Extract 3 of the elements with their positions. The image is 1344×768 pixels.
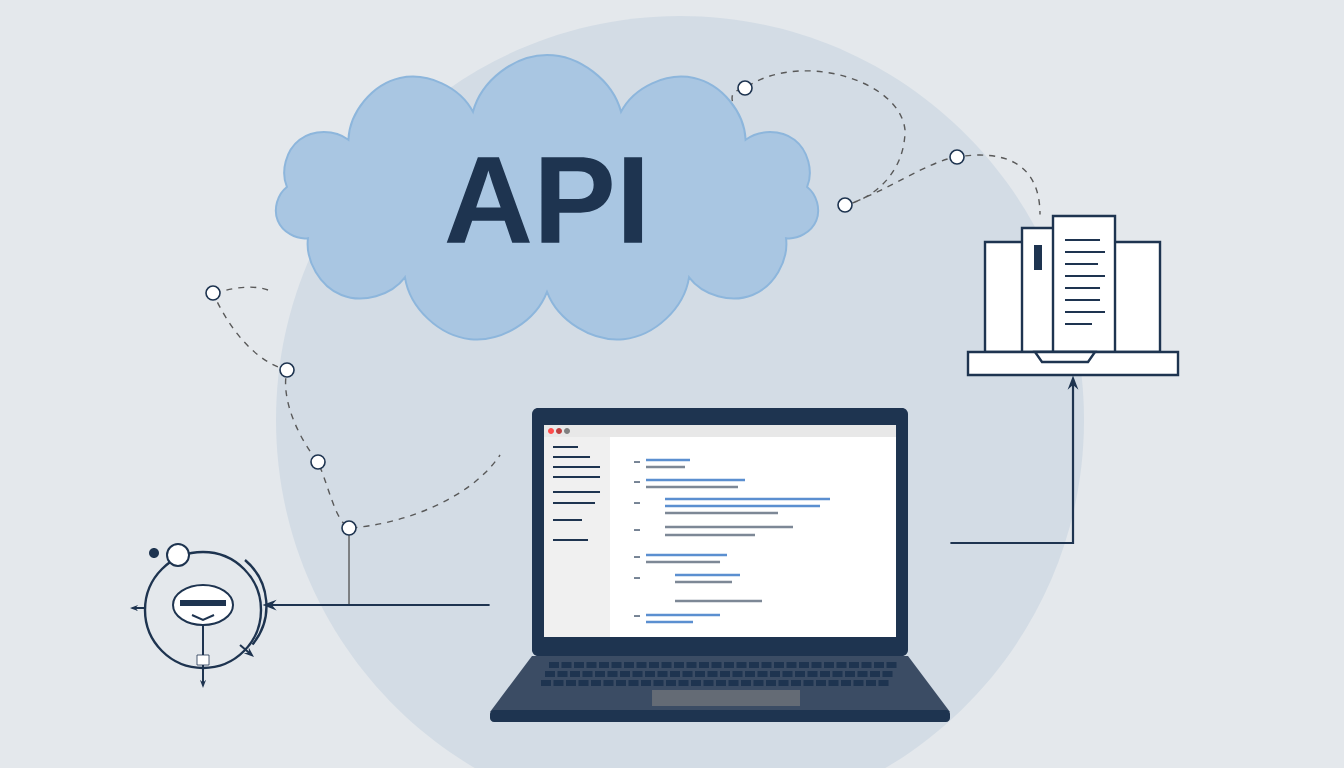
laptop-drawing <box>490 408 950 722</box>
document-server-drawing <box>966 214 1180 377</box>
api-cloud: API <box>274 54 820 341</box>
